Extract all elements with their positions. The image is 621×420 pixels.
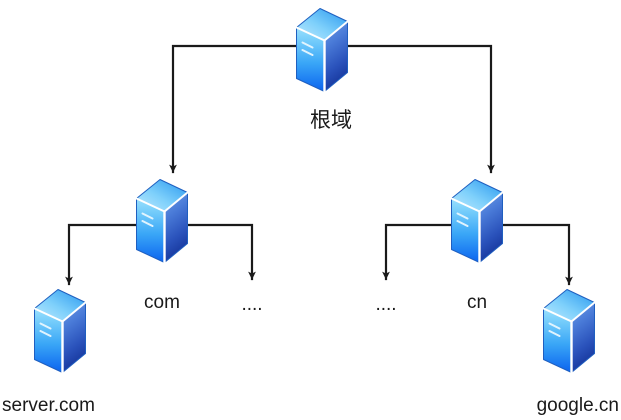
edge-com-to-server-com xyxy=(65,223,164,286)
node-label-google-cn: google.cn xyxy=(536,395,619,416)
node-label-dots-right: .... xyxy=(375,294,397,315)
server-icon-com[interactable] xyxy=(135,178,189,264)
edge-com-to-dots-left xyxy=(160,223,256,281)
node-label-com: com xyxy=(144,292,180,313)
server-icon-cn[interactable] xyxy=(450,178,504,264)
node-label-root: 根域 xyxy=(310,108,352,132)
edge-root-to-cn xyxy=(320,44,495,174)
edge-root-to-com xyxy=(169,44,324,174)
node-label-cn: cn xyxy=(466,292,488,313)
server-icon-root[interactable] xyxy=(295,7,349,93)
edge-group xyxy=(65,44,573,286)
node-label-dots-left: .... xyxy=(241,294,263,315)
edge-cn-to-dots-right xyxy=(382,223,479,281)
edge-cn-to-google-cn xyxy=(475,223,573,286)
node-icon-group xyxy=(33,7,596,374)
node-label-server-com: server.com xyxy=(2,395,95,416)
